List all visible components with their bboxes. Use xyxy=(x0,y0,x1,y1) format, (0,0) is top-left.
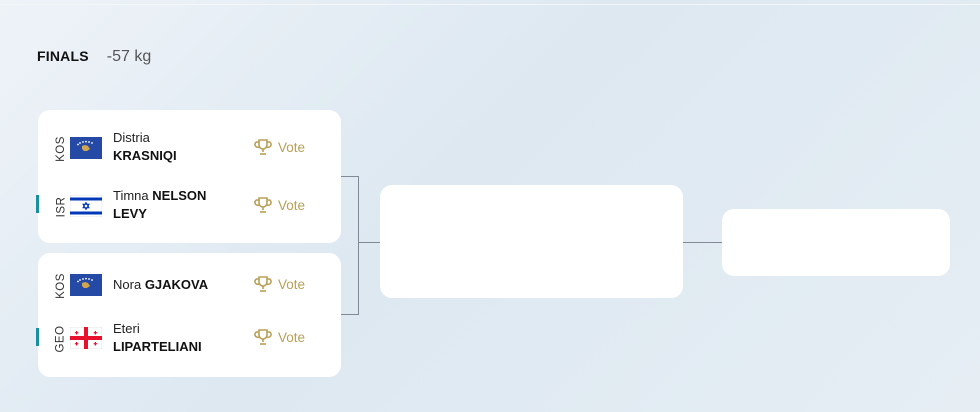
israel-flag-icon xyxy=(70,195,102,217)
vote-button[interactable]: Vote xyxy=(254,275,305,293)
trophy-icon xyxy=(254,197,272,213)
athlete-row[interactable]: ISR Timna NELSON LEVY Vote xyxy=(36,181,341,231)
athlete-first-name: Eteri xyxy=(113,321,140,336)
weight-category: -57 kg xyxy=(106,48,152,65)
athlete-first-name: Timna xyxy=(113,188,149,203)
country-code: KOS xyxy=(55,273,68,299)
winner-slot xyxy=(722,209,950,276)
athlete-last-name: KRASNIQI xyxy=(113,148,177,163)
athlete-name: Distria KRASNIQI xyxy=(113,129,233,165)
athlete-first-name: Nora xyxy=(113,277,142,292)
athlete-name: Nora GJAKOVA xyxy=(113,276,253,294)
top-divider xyxy=(0,4,980,5)
bracket-connector xyxy=(683,242,722,243)
athlete-first-name: Distria xyxy=(113,130,150,145)
match-card-2: KOS Nora GJAKOVA Vote GEO xyxy=(36,253,341,377)
country-code: GEO xyxy=(55,325,67,353)
athlete-name: Eteri LIPARTELIANI xyxy=(113,320,233,356)
vote-button[interactable]: Vote xyxy=(254,328,305,346)
country-code: ISR xyxy=(55,196,68,218)
match-card-1: KOS Distria KRASNIQI Vote ISR xyxy=(36,110,341,243)
selection-marker xyxy=(36,328,39,346)
bracket-connector xyxy=(341,314,359,315)
athlete-last-name: NELSON LEVY xyxy=(113,188,207,221)
kosovo-flag-icon xyxy=(70,274,102,296)
bracket-connector xyxy=(358,176,359,315)
vote-button[interactable]: Vote xyxy=(254,138,305,156)
georgia-flag-icon xyxy=(70,327,102,349)
trophy-icon xyxy=(254,329,272,345)
athlete-row[interactable]: GEO Eteri LIPARTELIANI Vote xyxy=(36,313,341,363)
athlete-last-name: LIPARTELIANI xyxy=(113,339,202,354)
next-round-slot xyxy=(380,185,683,298)
athlete-row[interactable]: KOS Distria KRASNIQI Vote xyxy=(38,123,341,173)
bracket-connector xyxy=(341,176,359,177)
vote-button[interactable]: Vote xyxy=(254,196,305,214)
bracket-connector xyxy=(358,242,380,243)
bracket-heading: FINALS -57 kg xyxy=(37,48,151,66)
kosovo-flag-icon xyxy=(70,137,102,159)
athlete-last-name: GJAKOVA xyxy=(144,277,209,292)
selection-marker xyxy=(36,195,39,213)
round-title: FINALS xyxy=(37,48,89,64)
athlete-name: Timna NELSON LEVY xyxy=(113,187,233,223)
athlete-row[interactable]: KOS Nora GJAKOVA Vote xyxy=(38,260,341,310)
country-code: KOS xyxy=(55,136,68,162)
trophy-icon xyxy=(254,139,272,155)
trophy-icon xyxy=(254,276,272,292)
